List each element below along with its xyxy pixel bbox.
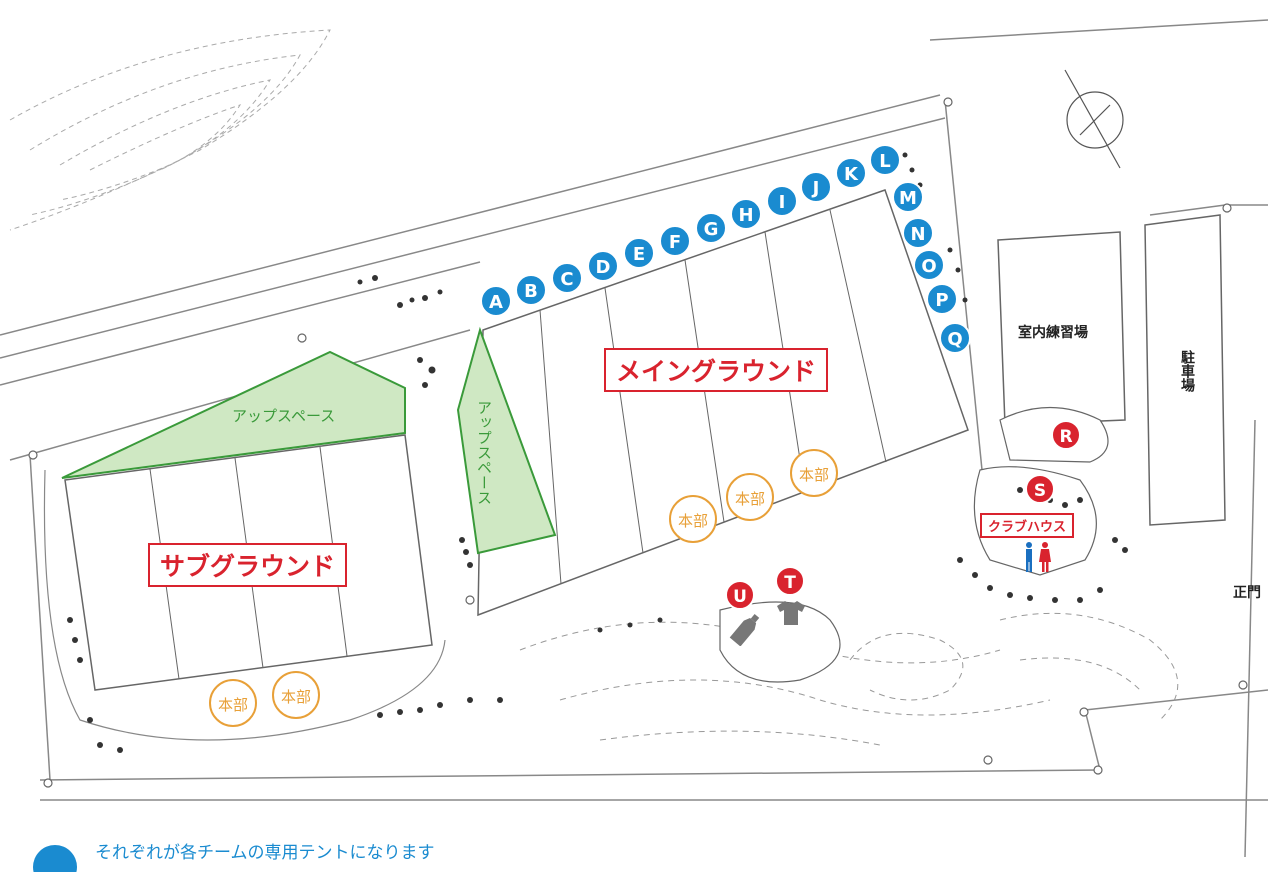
tent-marker-c: C	[551, 262, 583, 294]
road-lines	[0, 19, 1268, 857]
bottle-icon	[729, 614, 760, 646]
red-marker-t: T	[775, 566, 805, 596]
hill-contours	[9, 29, 331, 231]
tent-marker-q: Q	[939, 322, 971, 354]
main-ground-label: メイングラウンド	[604, 348, 829, 392]
north-arrow-icon	[1064, 69, 1124, 169]
tent-marker-e: E	[623, 237, 655, 269]
tshirt-icon	[777, 601, 805, 625]
red-marker-r: R	[1051, 420, 1081, 450]
tent-marker-f: F	[659, 225, 691, 257]
indoor-practice-building	[997, 231, 1126, 426]
tent-marker-p: P	[926, 283, 958, 315]
tent-marker-h: H	[730, 198, 762, 230]
tent-marker-n: N	[902, 217, 934, 249]
tent-marker-b: B	[515, 274, 547, 306]
tent-marker-m: M	[892, 181, 924, 213]
up-space-horizontal	[61, 350, 406, 479]
sub-ground-track	[43, 469, 446, 741]
headquarters-marker: 本部	[209, 679, 257, 727]
indoor-practice-label: 室内練習場	[1018, 325, 1088, 341]
main-ground-field	[477, 189, 969, 617]
headquarters-marker: 本部	[726, 473, 774, 521]
restroom-icon	[1026, 542, 1051, 572]
main-gate-label: 正門	[1233, 585, 1261, 601]
tent-marker-d: D	[587, 250, 619, 282]
red-marker-s: S	[1025, 474, 1055, 504]
headquarters-marker: 本部	[669, 495, 717, 543]
clubhouse-label: クラブハウス	[980, 513, 1075, 538]
survey-posts	[28, 97, 1248, 788]
tent-marker-i: I	[766, 185, 798, 217]
tent-marker-g: G	[695, 212, 727, 244]
up-space-label-horizontal: アップスペース	[232, 407, 336, 425]
legend-marker-icon	[33, 845, 77, 872]
up-space-vertical	[456, 326, 557, 555]
tent-marker-j: J	[800, 171, 832, 203]
parking-label: 駐車場	[1179, 350, 1195, 392]
legend-caption: それぞれが各チームの専用テントになります	[95, 843, 435, 863]
tent-marker-l: L	[869, 144, 901, 176]
red-marker-u: U	[725, 580, 755, 610]
garden-paths	[519, 612, 1179, 746]
headquarters-marker: 本部	[272, 671, 320, 719]
up-space-label-vertical: アップスペース	[475, 400, 493, 505]
headquarters-marker: 本部	[790, 449, 838, 497]
sub-ground-label: サブグラウンド	[148, 543, 348, 587]
tent-marker-a: A	[480, 285, 512, 317]
tent-marker-k: K	[835, 157, 867, 189]
tent-marker-o: O	[913, 249, 945, 281]
parking-lot	[1144, 214, 1226, 526]
